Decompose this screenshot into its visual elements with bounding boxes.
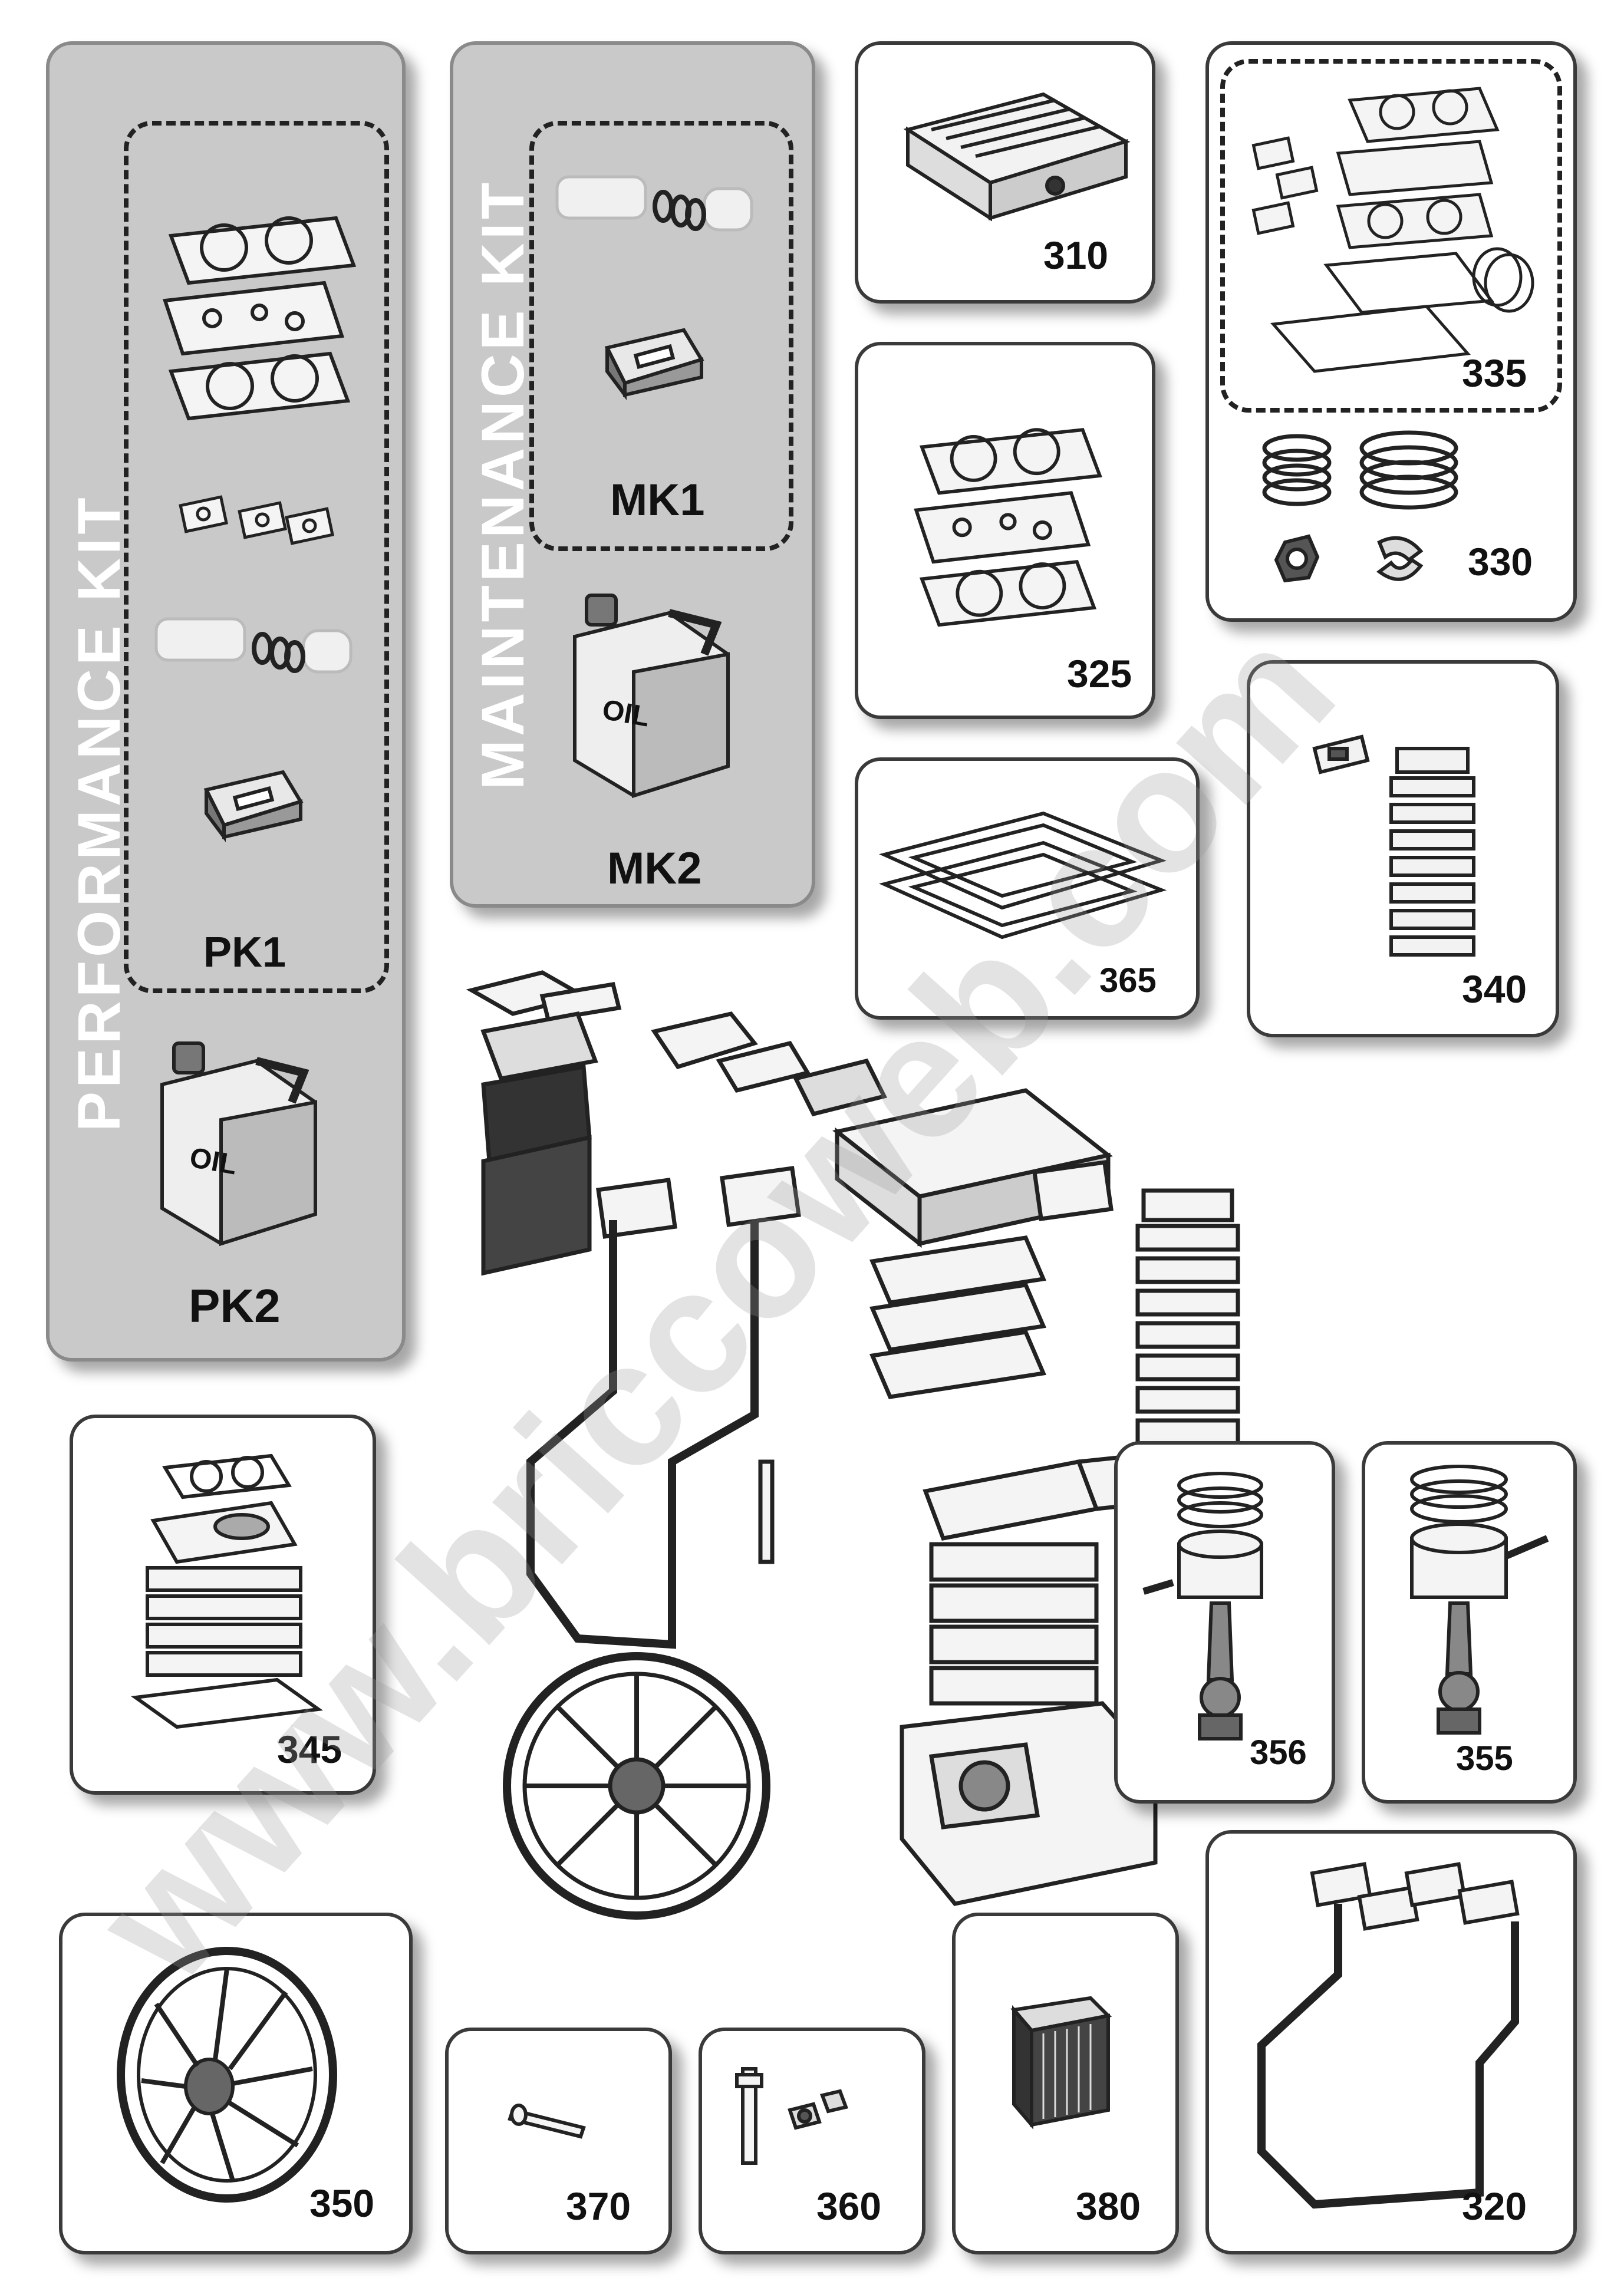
part-370-label: 370 bbox=[566, 2184, 631, 2228]
part-325-label: 325 bbox=[1067, 652, 1132, 695]
flywheel-icon bbox=[117, 1947, 337, 2203]
filter-cartridge-icon bbox=[1010, 1996, 1112, 2130]
pk2-label: PK2 bbox=[189, 1280, 281, 1332]
part-380-label: 380 bbox=[1076, 2184, 1141, 2228]
pk1-filter-icon bbox=[203, 770, 304, 842]
pk2-oil-can-icon: OIL bbox=[160, 1041, 317, 1247]
part-360-label: 360 bbox=[816, 2184, 882, 2228]
mk2-oil-can-icon: OIL bbox=[573, 594, 730, 799]
pin-icon bbox=[508, 2104, 586, 2139]
pk1-label: PK1 bbox=[203, 929, 286, 976]
piston-connecting-rod-large-icon bbox=[1410, 1465, 1549, 1735]
delivery-pipe-icon bbox=[1257, 1862, 1520, 2209]
mk1-valve-icon bbox=[555, 175, 753, 232]
part-350-label: 350 bbox=[309, 2181, 375, 2225]
part-340-label: 340 bbox=[1462, 967, 1527, 1011]
gasket-set-icon bbox=[914, 428, 1102, 627]
piston-connecting-rod-icon bbox=[1142, 1472, 1263, 1740]
pk1-group bbox=[124, 121, 389, 993]
piston-rings-icon bbox=[1262, 430, 1458, 583]
mk1-filter-icon bbox=[604, 328, 704, 400]
full-gasket-set-icon bbox=[1251, 87, 1534, 373]
mk2-label: MK2 bbox=[607, 843, 702, 894]
maintenance-kit-title: MAINTENANCE KIT bbox=[469, 179, 536, 790]
part-365-label: 365 bbox=[1099, 961, 1157, 1000]
cylinder-head-icon bbox=[903, 92, 1131, 222]
part-356-label: 356 bbox=[1250, 1733, 1307, 1772]
cylinder-block-icon bbox=[131, 1453, 323, 1729]
base-gaskets-icon bbox=[878, 811, 1167, 940]
part-370-panel bbox=[445, 2028, 672, 2254]
part-355-label: 355 bbox=[1456, 1739, 1513, 1778]
part-335-group bbox=[1220, 59, 1562, 413]
compressor-assembly-illustration bbox=[466, 970, 1240, 1920]
part-310-label: 310 bbox=[1043, 233, 1109, 277]
pk1-small-gaskets-icon bbox=[179, 495, 334, 545]
mk1-label: MK1 bbox=[610, 475, 705, 525]
cylinder-fins-icon bbox=[1312, 734, 1475, 957]
part-345-label: 345 bbox=[277, 1728, 342, 1771]
mk1-group bbox=[529, 121, 793, 551]
stud-and-nut-icon bbox=[735, 2067, 848, 2165]
pk1-valve-icon bbox=[154, 617, 353, 674]
part-320-label: 320 bbox=[1462, 2184, 1527, 2228]
part-330-label: 330 bbox=[1468, 540, 1533, 584]
pk1-gasket-set-icon bbox=[162, 216, 357, 421]
part-335-label: 335 bbox=[1462, 351, 1527, 395]
part-360-panel bbox=[699, 2028, 925, 2254]
